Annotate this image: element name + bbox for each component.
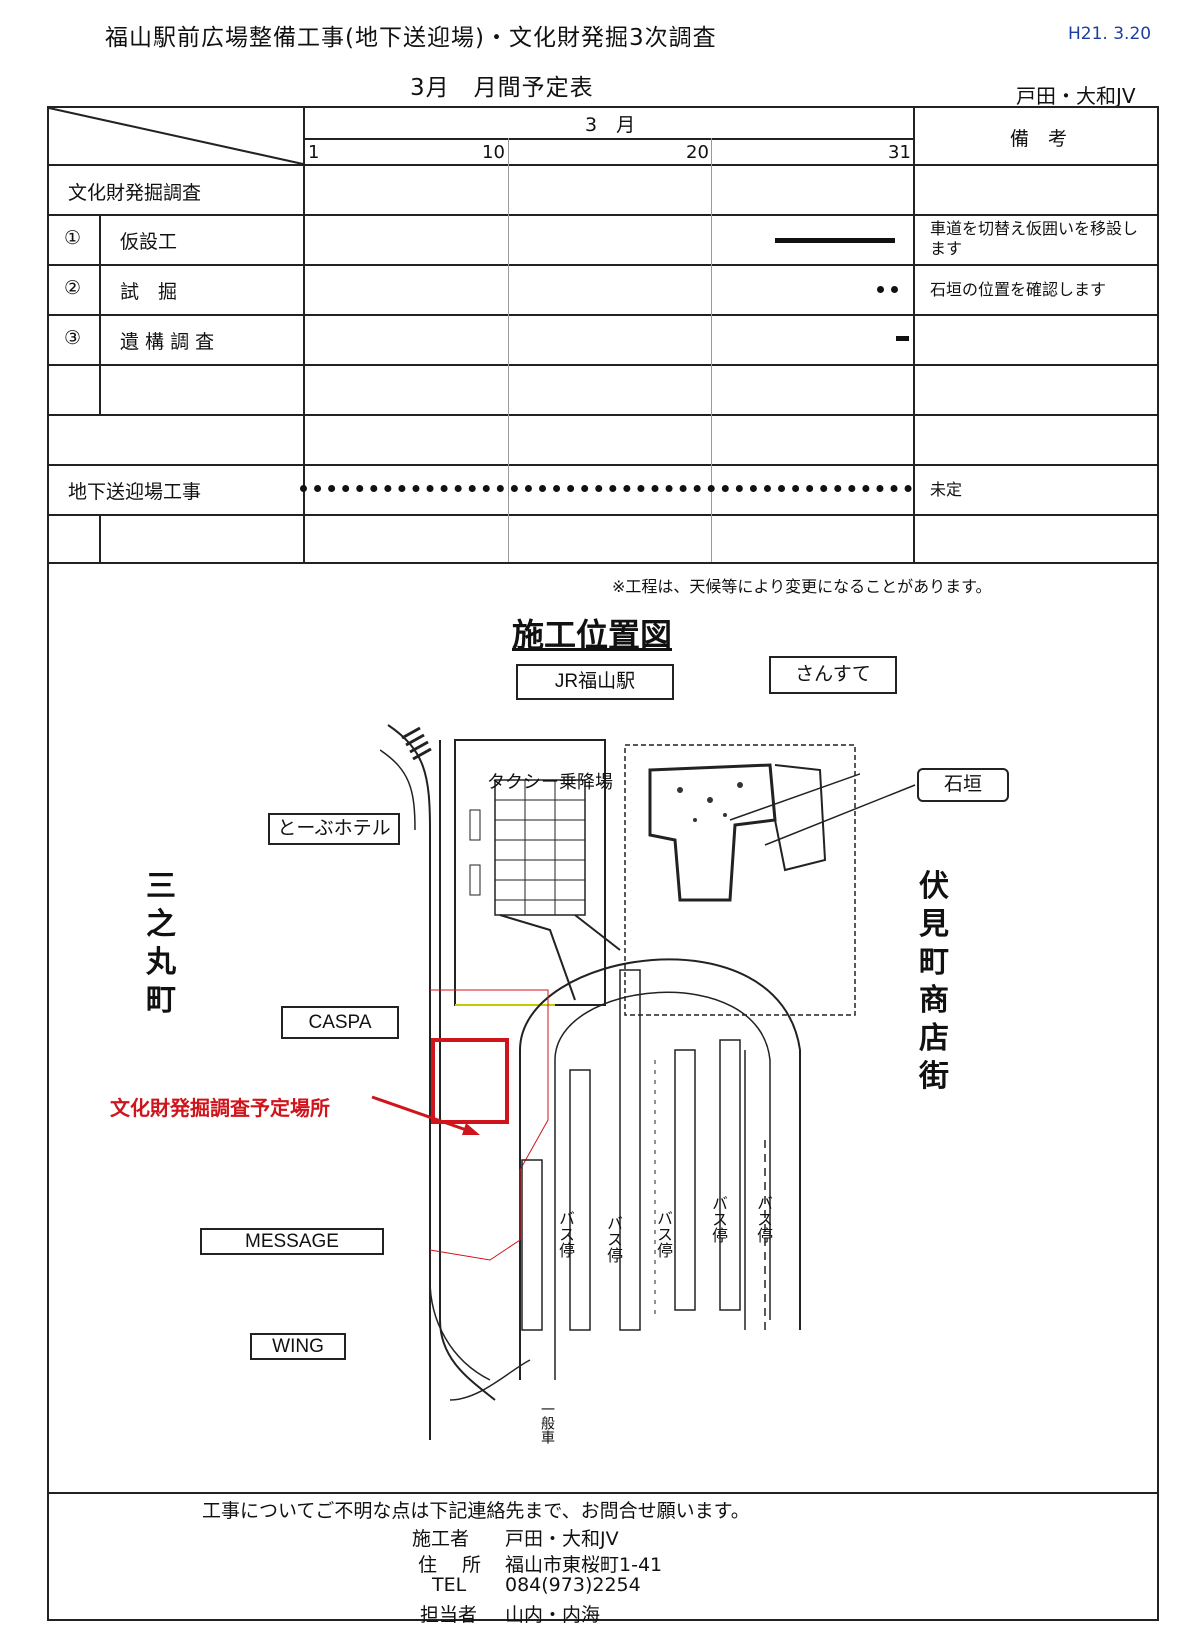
- day-tick-31: 31: [888, 142, 911, 163]
- day-tick-20: 20: [686, 142, 709, 163]
- tobu-hotel-label: とーぶホテル: [268, 813, 400, 845]
- remarks-header: 備 考: [1010, 128, 1068, 150]
- sannomaru-label: 三之丸町: [146, 869, 176, 1018]
- contractor-name: 戸田・大和JV: [1016, 84, 1136, 108]
- dig-site-label: 文化財発掘調査予定場所: [110, 1096, 330, 1120]
- row-label: 試 掘: [120, 281, 178, 303]
- schedule-dotted-line: [300, 485, 912, 492]
- bus-stop-label: バス停: [654, 1210, 673, 1258]
- tel-label: TEL: [432, 1574, 467, 1596]
- ishigaki-label: 石垣: [917, 768, 1009, 802]
- row-number: ①: [64, 227, 82, 249]
- bus-stop-label: バス停: [754, 1195, 773, 1243]
- builder-label: 施工者: [412, 1528, 470, 1550]
- bus-stop-label: バス停: [556, 1210, 575, 1258]
- page-frame: [47, 106, 1159, 1621]
- row-label: 遺 構 調 査: [120, 331, 215, 353]
- taxi-area-label: タクシー乗降場: [487, 772, 613, 793]
- day-tick-10: 10: [482, 142, 505, 163]
- bus-stop-label: バス停: [604, 1215, 623, 1263]
- row-label: 仮設工: [120, 231, 178, 253]
- row-number: ②: [64, 277, 82, 299]
- caspa-label: CASPA: [281, 1006, 399, 1039]
- section-label: 文化財発掘調査: [68, 182, 202, 204]
- jr-station-label: JR福山駅: [516, 664, 674, 700]
- person-label: 担当者: [420, 1604, 478, 1626]
- wing-label: WING: [250, 1333, 346, 1360]
- month-label: 3 月: [585, 114, 636, 136]
- underground-label: 地下送迎場工事: [68, 481, 202, 503]
- site-map: [380, 724, 860, 1440]
- map-title: 施工位置図: [512, 616, 673, 654]
- document-date: H21. 3.20: [1068, 24, 1152, 44]
- row-remark: 石垣の位置を確認します: [930, 280, 1107, 299]
- row-number: ③: [64, 327, 82, 349]
- sansute-label: さんすて: [769, 656, 897, 694]
- fushimi-label: 伏見町商店街: [919, 869, 949, 1094]
- message-label: MESSAGE: [200, 1228, 384, 1255]
- contact-intro: 工事についてご不明な点は下記連絡先まで、お問合せ願います。: [202, 1500, 750, 1522]
- tel-value: 084(973)2254: [505, 1574, 641, 1596]
- document-subtitle: 3月 月間予定表: [410, 75, 594, 101]
- schedule-bar: [775, 238, 895, 243]
- schedule-note: ※工程は、天候等により変更になることがあります。: [612, 577, 992, 596]
- general-car-label: 一般車: [539, 1402, 555, 1444]
- dig-site-arrow: [371, 1095, 480, 1135]
- schedule-dot: [891, 286, 898, 293]
- address-value: 福山市東桜町1-41: [505, 1554, 663, 1576]
- bus-stop-label: バス停: [709, 1195, 728, 1243]
- row-remark: 車道を切替え仮囲いを移設します: [930, 219, 1139, 258]
- schedule-dot: [877, 286, 884, 293]
- underground-remark: 未定: [930, 480, 963, 499]
- day-tick-1: 1: [308, 142, 320, 163]
- header-diagonal: [48, 107, 304, 165]
- document-title: 福山駅前広場整備工事(地下送迎場)・文化財発掘3次調査: [105, 25, 717, 51]
- address-label: 住 所: [418, 1554, 482, 1576]
- schedule-bar: [896, 336, 909, 341]
- person-value: 山内・内海: [505, 1604, 601, 1626]
- builder-value: 戸田・大和JV: [505, 1528, 619, 1550]
- ishigaki-leader: [764, 784, 916, 846]
